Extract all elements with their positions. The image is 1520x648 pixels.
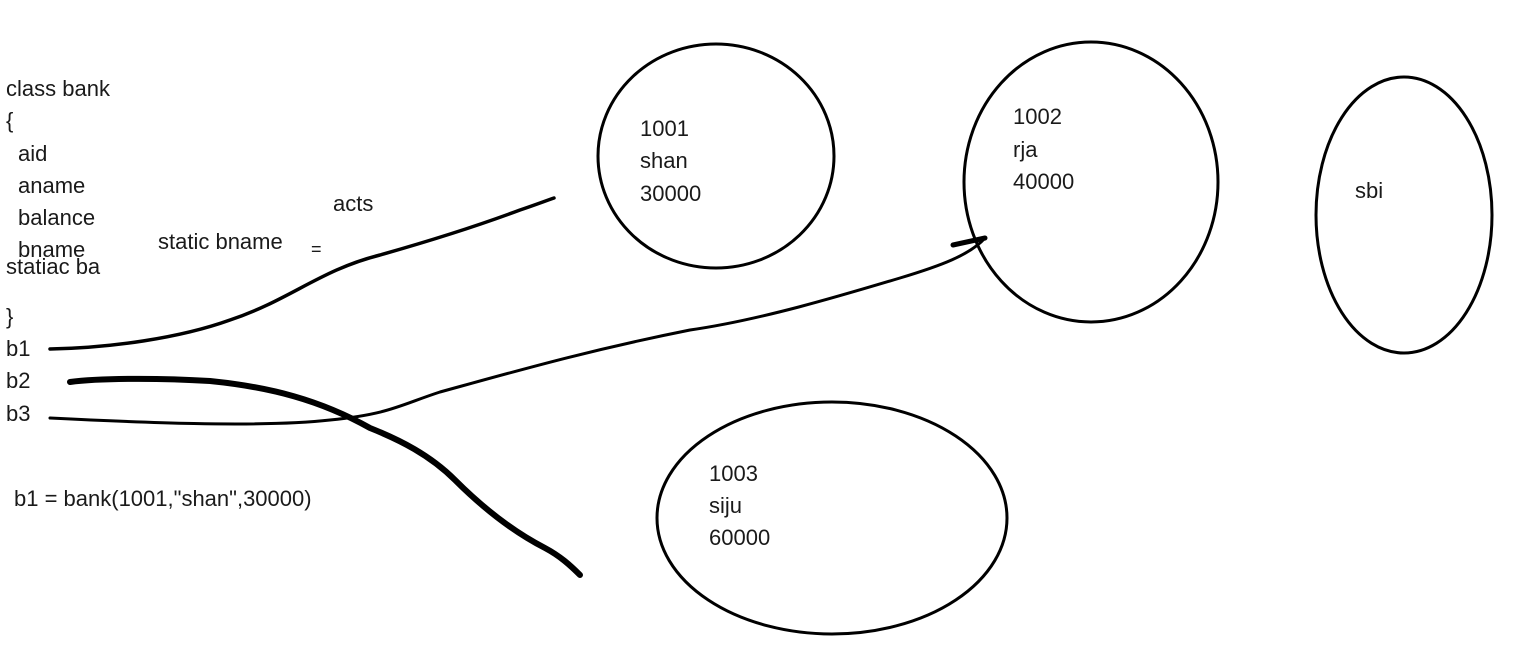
object-1001-aid: 1001	[640, 116, 689, 141]
object-1002-ellipse	[962, 40, 1220, 324]
object-1001-aname: shan	[640, 148, 688, 173]
field-aname: aname	[18, 173, 86, 198]
reference-b3: b3	[6, 401, 31, 426]
object-1002-aname: rja	[1013, 137, 1038, 162]
object-1003-ellipse	[655, 400, 1009, 636]
static-bname-label: static bname	[158, 229, 283, 254]
object-1001-balance: 30000	[640, 181, 702, 206]
static-line: statiac ba	[6, 254, 101, 279]
object-1003-aid: 1003	[709, 461, 758, 486]
shared-object-label: sbi	[1355, 178, 1384, 203]
object-1002-balance: 40000	[1013, 169, 1075, 194]
field-aid: aid	[18, 141, 48, 166]
b1-reference-line	[48, 196, 556, 351]
object-sbi-ellipse	[1314, 75, 1494, 355]
field-balance: balance	[18, 205, 96, 230]
class-open-brace: {	[6, 108, 14, 133]
b3-arrow-tip	[950, 235, 988, 248]
object-1003-aname: siju	[709, 493, 743, 518]
static-bname-value: acts	[333, 191, 374, 216]
reference-b2: b2	[6, 368, 31, 393]
static-bname-equals: =	[311, 239, 322, 259]
b3-reference-line	[48, 236, 987, 426]
object-1002-aid: 1002	[1013, 104, 1062, 129]
field-bname: bname	[18, 237, 86, 262]
object-1003-balance: 60000	[709, 525, 771, 550]
object-1001-ellipse	[596, 42, 836, 270]
reference-b1: b1	[6, 336, 31, 361]
class-header: class bank	[6, 76, 110, 101]
class-close-brace: }	[6, 304, 14, 329]
constructor-call: b1 = bank(1001,"shan",30000)	[14, 486, 312, 511]
b2-reference-line	[67, 375, 583, 578]
